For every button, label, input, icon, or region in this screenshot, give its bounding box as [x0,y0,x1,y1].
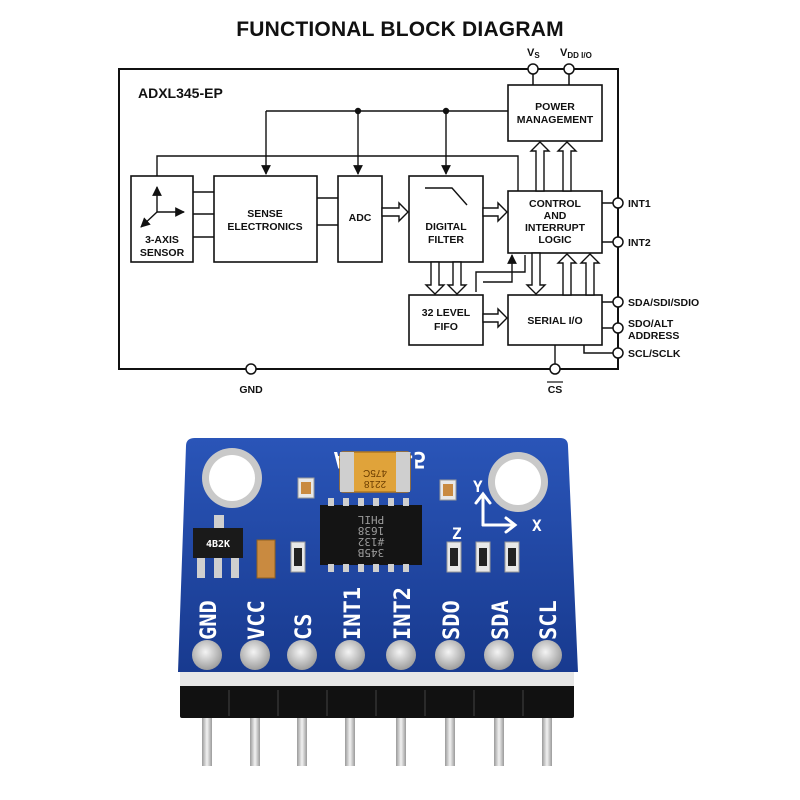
filter-label-1: DIGITAL [425,221,467,233]
scl-pin [612,347,624,359]
capacitor-marking-2: 2218 [363,478,386,489]
axis-label-z: Z [452,524,462,543]
serial-io-block [507,294,603,346]
pin-label-2: VCC [245,600,270,640]
chip-marking-2: #132 [358,535,385,548]
pin-label-8: SCL [537,600,562,640]
gnd-label: GND [239,384,263,396]
sdo-pin [612,322,624,334]
control-label-2: AND [544,210,567,222]
power-label-1: POWER [535,101,575,113]
vs-pin-label: VS [527,47,540,60]
fifo-label-1: 32 LEVEL [422,307,471,319]
sdo-label-2: ADDRESS [628,330,679,342]
gnd-pin [245,363,257,375]
pin-label-6: SDO [440,600,465,640]
axis-markings [474,491,518,534]
sda-label: SDA/SDI/SDIO [628,297,699,309]
cs-pin [549,363,561,375]
int1-pin [612,197,624,209]
chip-marking-1: 345B [357,546,384,559]
pin-header [180,684,574,718]
pin-labels: GND VCC CS INT1 INT2 SDO SDA SCL [197,587,562,640]
control-label-1: CONTROL [529,198,581,210]
vdd-pin-label: VDD I/O [560,47,592,60]
control-label-3: INTERRUPT [525,222,586,234]
adc-label: ADC [349,212,372,224]
regulator-marking: 4B2K [206,539,230,550]
pin-label-1: GND [197,600,222,640]
axis-label-x: X [532,516,542,535]
fifo-block [408,294,484,346]
regulator [193,528,243,558]
sense-label-2: ELECTRONICS [227,221,302,233]
vdd-pin [563,63,575,75]
pin-label-3: CS [292,614,317,641]
vs-pin [527,63,539,75]
pin-label-5: INT2 [391,587,416,640]
int2-label: INT2 [628,237,651,249]
power-label-2: MANAGEMENT [517,114,594,126]
sda-pin [612,296,624,308]
solder-pads [192,640,562,670]
chip-name: ADXL345-EP [138,85,223,101]
adc-block [337,175,383,263]
fifo-label-2: FIFO [434,321,458,333]
control-logic-block [507,190,603,254]
diagram-title: FUNCTIONAL BLOCK DIAGRAM [236,18,564,41]
axis-label-y: Y [473,477,483,496]
serial-label: SERIAL I/O [527,315,582,327]
digital-filter-block [408,175,484,263]
filter-symbol [425,187,468,206]
chip-marking-4: PHIL [357,513,384,526]
cs-label: CS [548,384,563,396]
power-management-block [507,84,603,142]
sense-electronics-block [213,175,318,263]
axes-symbol [140,186,185,228]
sensor-label-1: 3-AXIS [145,234,179,246]
capacitor-marking-1: 475C [363,467,387,478]
filter-label-2: FILTER [428,234,464,246]
chip-outline [118,68,619,370]
sense-label-1: SENSE [247,208,283,220]
sdo-label-1: SDO/ALT [628,318,674,330]
chip-marking-3: 1638 [358,524,385,537]
sensor-label-2: SENSOR [140,247,185,259]
int2-pin [612,236,624,248]
pin-label-4: INT1 [341,587,366,640]
adxl345-chip [320,505,422,565]
header-pins [202,712,552,766]
scl-label: SCL/SCLK [628,348,681,360]
int1-label: INT1 [628,198,651,210]
control-label-4: LOGIC [538,234,572,246]
pin-label-7: SDA [489,600,514,640]
